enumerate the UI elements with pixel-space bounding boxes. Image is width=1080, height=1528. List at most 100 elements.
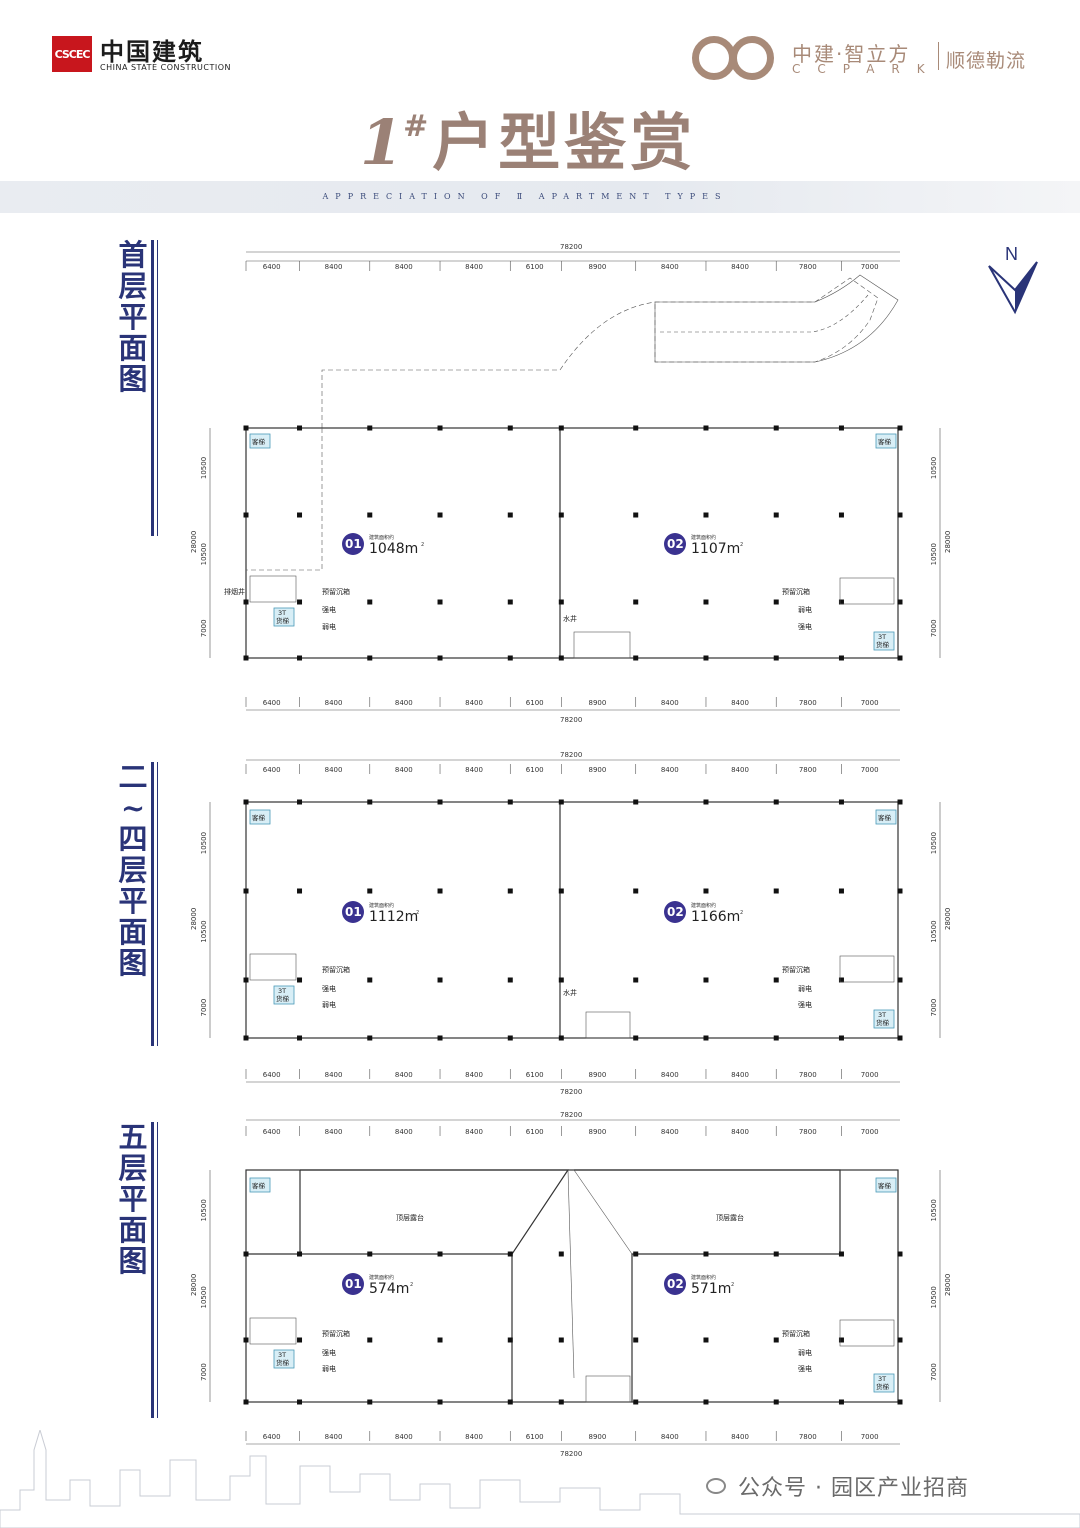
column xyxy=(437,977,443,983)
column xyxy=(437,888,443,894)
svg-text:强电: 强电 xyxy=(322,605,336,614)
depth-dimension: 10500 xyxy=(930,832,938,854)
svg-text:建筑面积约: 建筑面积约 xyxy=(369,1274,394,1281)
svg-text:顶层露台: 顶层露台 xyxy=(716,1213,744,1222)
column xyxy=(703,512,709,518)
column xyxy=(243,425,249,431)
column xyxy=(838,799,844,805)
depth-dimension: 10500 xyxy=(930,457,938,479)
column xyxy=(297,799,303,805)
column xyxy=(897,799,903,805)
unit-01: 01 建筑面积约 1048m 2 xyxy=(342,533,424,557)
svg-text:3T: 3T xyxy=(278,609,286,617)
svg-text:货梯: 货梯 xyxy=(276,616,290,625)
bay-dimension: 6400 xyxy=(263,766,281,774)
svg-text:3T: 3T xyxy=(278,987,286,995)
column xyxy=(558,655,564,661)
unit-02: 02 建筑面积约 571m 2 xyxy=(664,1273,734,1297)
column xyxy=(243,599,249,605)
svg-text:2: 2 xyxy=(731,1282,734,1288)
park-name-en: CCPARK xyxy=(792,62,942,76)
bay-dimension: 8400 xyxy=(395,766,413,774)
column xyxy=(437,599,443,605)
bay-dimension: 8400 xyxy=(731,766,749,774)
column xyxy=(558,1399,564,1405)
column xyxy=(297,599,303,605)
column xyxy=(897,1399,903,1405)
bay-dimension: 8400 xyxy=(325,1128,343,1136)
bay-dimension: 7000 xyxy=(861,263,879,271)
depth-total: 28000 xyxy=(190,531,198,553)
column xyxy=(703,1399,709,1405)
column xyxy=(897,655,903,661)
column xyxy=(773,512,779,518)
column xyxy=(243,655,249,661)
structural-columns xyxy=(243,1251,903,1405)
bay-dimension: 8400 xyxy=(395,1433,413,1441)
svg-text:N: N xyxy=(1005,244,1018,264)
svg-text:客梯: 客梯 xyxy=(252,1181,266,1190)
column xyxy=(367,799,373,805)
column xyxy=(507,512,513,518)
svg-text:弱电: 弱电 xyxy=(322,1364,336,1373)
svg-text:弱电: 弱电 xyxy=(322,1000,336,1009)
column xyxy=(367,1251,373,1257)
svg-text:建筑面积约: 建筑面积约 xyxy=(691,902,716,909)
svg-text:强电: 强电 xyxy=(798,622,812,631)
svg-text:01: 01 xyxy=(345,1277,362,1291)
column xyxy=(773,799,779,805)
column xyxy=(633,799,639,805)
bay-dimension: 8400 xyxy=(661,699,679,707)
bay-dimension: 8400 xyxy=(661,1071,679,1079)
depth-dimension: 10500 xyxy=(200,1286,208,1308)
column xyxy=(773,1399,779,1405)
depth-total: 28000 xyxy=(944,531,952,553)
ccpark-logo xyxy=(692,36,782,82)
loading-ramp xyxy=(321,274,899,428)
bay-dimension: 8400 xyxy=(731,699,749,707)
column xyxy=(897,977,903,983)
depth-dimension: 7000 xyxy=(930,619,938,637)
column xyxy=(243,1035,249,1041)
bay-dimension: 8900 xyxy=(589,1433,607,1441)
column xyxy=(243,1399,249,1405)
bay-dimension: 8400 xyxy=(465,1433,483,1441)
cargo-lift xyxy=(873,631,895,651)
column xyxy=(367,425,373,431)
column xyxy=(633,1251,639,1257)
column xyxy=(243,1251,249,1257)
bay-dimension: 6100 xyxy=(526,263,544,271)
svg-text:1112m: 1112m xyxy=(369,909,418,925)
pax-lift xyxy=(249,433,271,449)
column xyxy=(558,1337,564,1343)
depth-dimension: 10500 xyxy=(200,832,208,854)
svg-text:货梯: 货梯 xyxy=(276,994,290,1003)
svg-text:预留沉箱: 预留沉箱 xyxy=(322,1329,350,1338)
column xyxy=(633,512,639,518)
svg-text:2: 2 xyxy=(421,542,424,548)
wechat-icon xyxy=(706,1478,726,1494)
svg-text:预留沉箱: 预留沉箱 xyxy=(782,1329,810,1338)
svg-text:建筑面积约: 建筑面积约 xyxy=(691,1274,716,1281)
depth-total: 28000 xyxy=(944,1274,952,1296)
svg-text:78200: 78200 xyxy=(560,1088,582,1096)
bay-dimension: 7800 xyxy=(799,1071,817,1079)
column xyxy=(897,1251,903,1257)
column xyxy=(838,1399,844,1405)
bay-dimension: 8400 xyxy=(465,699,483,707)
svg-text:2: 2 xyxy=(740,542,743,548)
svg-text:3T: 3T xyxy=(278,1351,286,1359)
column xyxy=(773,977,779,983)
svg-text:02: 02 xyxy=(667,905,684,919)
bay-dimension: 8400 xyxy=(731,1128,749,1136)
svg-text:强电: 强电 xyxy=(322,1348,336,1357)
column xyxy=(558,512,564,518)
bay-dimension: 8400 xyxy=(661,1433,679,1441)
column xyxy=(297,512,303,518)
north-arrow-icon: N xyxy=(988,244,1038,315)
column xyxy=(703,888,709,894)
